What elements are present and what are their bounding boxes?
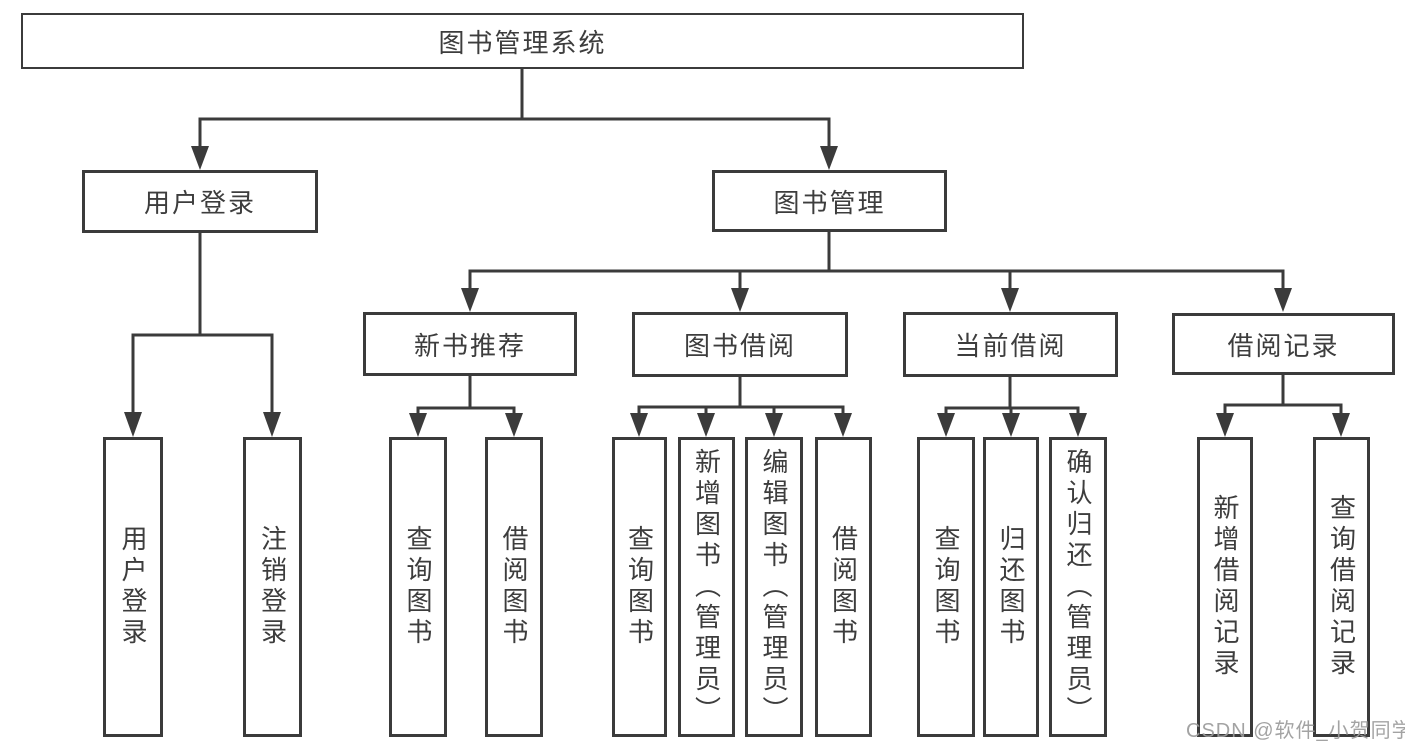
connector-book-borrow-children	[630, 375, 852, 437]
node-label: 查询图书	[931, 525, 961, 649]
arrow-head	[1274, 288, 1292, 312]
node-borrowing-records: 借阅记录	[1172, 313, 1395, 375]
connector-cur-borrow-children	[937, 375, 1087, 437]
node-label: 查询图书	[403, 525, 433, 649]
node-label: 图书借阅	[683, 331, 796, 361]
arrow-head	[765, 413, 783, 437]
node-label: 新增图书（管理员）	[691, 447, 722, 727]
arrow-head	[1216, 413, 1234, 437]
arrow-head	[124, 412, 142, 437]
node-leaf-add-books-admin: 新增图书（管理员）	[678, 437, 735, 737]
node-current-borrowing: 当前借阅	[903, 312, 1118, 377]
arrow-head	[834, 413, 852, 437]
connector-root-to-level2	[191, 66, 838, 170]
connector-line	[468, 230, 1285, 273]
node-new-book-recommend: 新书推荐	[363, 312, 577, 376]
node-leaf-edit-books-admin: 编辑图书（管理员）	[745, 437, 803, 737]
node-label: 确认归还（管理员）	[1063, 447, 1093, 727]
node-leaf-query-borrow-record: 查询借阅记录	[1313, 437, 1370, 737]
arrow-head	[731, 288, 749, 312]
arrow-head	[505, 413, 523, 437]
connector-user-login-children	[124, 231, 281, 437]
node-label: 新书推荐	[413, 330, 526, 361]
arrow-head	[191, 146, 209, 170]
node-label: 查询图书	[624, 525, 655, 649]
node-label: 图书管理系统	[438, 27, 607, 58]
node-leaf-add-borrow-record: 新增借阅记录	[1197, 437, 1253, 737]
arrow-head	[461, 288, 479, 312]
connector-rec-children	[1216, 373, 1350, 437]
arrow-head	[263, 412, 281, 437]
arrow-head	[1002, 413, 1020, 437]
node-book-management: 图书管理	[712, 170, 947, 232]
connector-line	[416, 374, 516, 410]
connector-line	[131, 231, 274, 337]
arrow-head	[1069, 413, 1087, 437]
node-label: 注销登录	[257, 525, 288, 649]
connector-new-rec-children	[409, 374, 523, 437]
node-user-login: 用户登录	[82, 170, 318, 233]
node-leaf-logout: 注销登录	[243, 437, 302, 737]
node-label: 查询借阅记录	[1326, 494, 1357, 680]
node-leaf-query-current: 查询图书	[917, 437, 975, 737]
connector-line	[637, 375, 845, 409]
node-label: 借阅图书	[499, 525, 529, 649]
node-book-borrowing: 图书借阅	[632, 312, 848, 377]
node-label: 当前借阅	[954, 331, 1067, 361]
arrow-head	[1001, 288, 1019, 312]
arrow-head	[1332, 413, 1350, 437]
node-label: 归还图书	[996, 525, 1026, 649]
connector-line	[198, 66, 831, 121]
node-leaf-query-books-recommend: 查询图书	[389, 437, 447, 737]
node-library-system: 图书管理系统	[21, 13, 1024, 69]
node-label: 图书管理	[773, 187, 886, 218]
node-leaf-borrow-books: 借阅图书	[815, 437, 872, 737]
node-leaf-user-login: 用户登录	[103, 437, 163, 737]
node-label: 用户登录	[118, 525, 148, 649]
node-leaf-borrow-books-recommend: 借阅图书	[485, 437, 543, 737]
arrow-head	[409, 413, 427, 437]
connector-book-mgmt-to-level3	[461, 230, 1292, 312]
node-leaf-return-books: 归还图书	[983, 437, 1039, 737]
csdn-watermark: CSDN @软件_小贺同学	[1186, 720, 1405, 742]
arrow-head	[937, 413, 955, 437]
node-label: 借阅图书	[828, 525, 859, 649]
arrow-head	[820, 146, 838, 170]
node-label: 用户登录	[143, 188, 256, 218]
node-label: 编辑图书（管理员）	[759, 447, 789, 727]
connector-line	[944, 375, 1080, 410]
node-label: 借阅记录	[1227, 330, 1340, 361]
node-leaf-query-books: 查询图书	[612, 437, 667, 737]
node-leaf-confirm-return-admin: 确认归还（管理员）	[1049, 437, 1107, 737]
connector-line	[1223, 373, 1343, 407]
arrow-head	[630, 413, 648, 437]
node-label: 新增借阅记录	[1210, 494, 1240, 680]
arrow-head	[697, 413, 715, 437]
